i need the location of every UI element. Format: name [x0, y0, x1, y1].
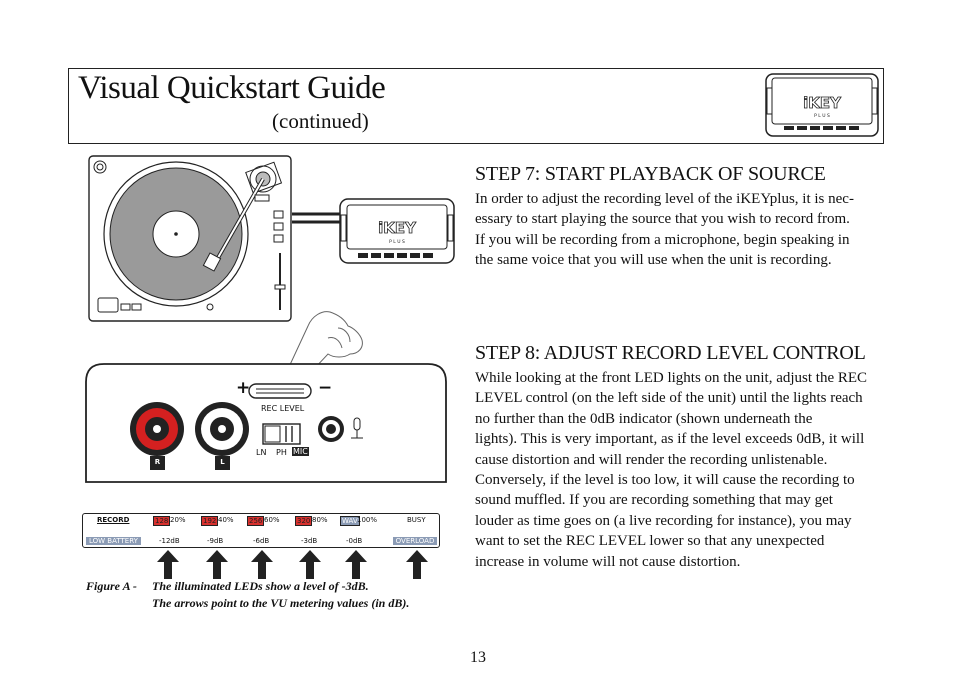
- right-channel-label: R: [154, 458, 161, 466]
- arrow-overload: [406, 550, 428, 579]
- meter-arrows: [157, 550, 428, 579]
- ikey-middle-logo-sub: P L U S: [389, 239, 405, 245]
- figure-caption-line1: The illuminated LEDs show a level of -3d…: [152, 579, 369, 593]
- step7-line: If you will be recording from a micropho…: [475, 231, 850, 248]
- meter-db-value: -6dB: [253, 537, 270, 545]
- meter-led-badge: 256: [247, 516, 265, 526]
- meter-led-percent: 60%: [264, 516, 280, 524]
- step8-line: no further than the 0dB indicator (shown…: [475, 410, 813, 427]
- figure-caption-line2: The arrows point to the VU metering valu…: [152, 596, 410, 610]
- meter-led-percent: 40%: [218, 516, 234, 524]
- page-subtitle: (continued): [272, 109, 369, 133]
- ikey-middle-logo-text: iKEY: [378, 219, 417, 237]
- step7-line: essary to start playing the source that …: [475, 211, 850, 228]
- ikey-device-middle: iKEY P L U S: [339, 198, 455, 264]
- header-box: [68, 68, 884, 144]
- step8-line: sound muffled. If you are recording some…: [475, 492, 833, 509]
- ikey-logo-text: iKEY: [803, 94, 842, 112]
- switch-mic-label: MIC: [292, 447, 309, 456]
- step8-line: want to set the REC LEVEL lower so that …: [475, 533, 825, 550]
- step8-line: LEVEL control (on the left side of the u…: [475, 390, 863, 407]
- rec-level-plus: +: [236, 378, 251, 398]
- step8-line: cause distortion and will render the rec…: [475, 451, 828, 468]
- step8-line: Conversely, if the level is too low, it …: [475, 472, 855, 489]
- meter-db-value: -3dB: [301, 537, 318, 545]
- rec-level-minus: −: [318, 378, 333, 398]
- meter-record-label: RECORD: [97, 516, 130, 524]
- step7-line: the same voice that you will use when th…: [475, 252, 832, 269]
- step7-body: In order to adjust the recording level o…: [475, 189, 854, 271]
- arrow-minus3db: [299, 550, 321, 579]
- connection-cable: [292, 212, 342, 224]
- step8-body: While looking at the front LED lights on…: [475, 368, 867, 572]
- meter-busy-label: BUSY: [407, 516, 426, 524]
- rear-panel: + − REC LEVEL R L LN PH MIC: [84, 362, 448, 484]
- step7-line: In order to adjust the recording level o…: [475, 191, 854, 207]
- step8-line: While looking at the front LED lights on…: [475, 370, 868, 386]
- meter-db-value: -9dB: [207, 537, 224, 545]
- ikey-logo-sub: P L U S: [814, 113, 830, 119]
- meter-led-percent: 100%: [357, 516, 378, 524]
- meter-overload-label: OVERLOAD: [393, 537, 437, 545]
- arrow-minus9db: [206, 550, 228, 579]
- switch-ph-label: PH: [276, 448, 287, 457]
- meter-db-value: -0dB: [346, 537, 363, 545]
- arrow-0db: [345, 550, 367, 579]
- step7-title: STEP 7: START PLAYBACK OF SOURCE: [475, 163, 826, 185]
- meter-led-badge: 128: [153, 516, 171, 526]
- meter-db-value: -12dB: [159, 537, 180, 545]
- step8-line: lights). This is very important, as if t…: [475, 431, 865, 448]
- arrow-minus6db: [251, 550, 273, 579]
- page-number: 13: [470, 649, 486, 666]
- left-channel-label: L: [220, 458, 225, 466]
- figure-label: Figure A -: [86, 579, 137, 593]
- step8-line: increase in volume will not cause distor…: [475, 553, 741, 570]
- meter-led-percent: 20%: [170, 516, 186, 524]
- meter-led-percent: 80%: [312, 516, 328, 524]
- ikey-device-illustration: iKEY P L U S: [765, 73, 879, 137]
- switch-ln-label: LN: [256, 448, 267, 457]
- page-title: Visual Quickstart Guide: [78, 70, 386, 106]
- meter-low-battery-label: LOW BATTERY: [86, 537, 141, 545]
- meter-led-badge: WAV: [340, 516, 360, 526]
- rec-level-label: REC LEVEL: [261, 404, 305, 413]
- meter-led-badge: 192: [201, 516, 219, 526]
- arrow-minus12db: [157, 550, 179, 579]
- step8-line: louder as time goes on (a live recording…: [475, 512, 852, 529]
- turntable-illustration: [88, 155, 292, 322]
- meter-led-badge: 320: [295, 516, 313, 526]
- step8-title: STEP 8: ADJUST RECORD LEVEL CONTROL: [475, 342, 866, 364]
